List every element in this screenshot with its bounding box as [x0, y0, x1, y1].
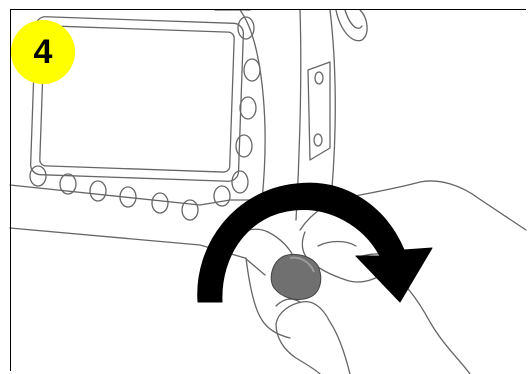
illustration-frame [10, 9, 526, 371]
step-number: 4 [34, 35, 53, 69]
step-number-badge: 4 [11, 20, 75, 84]
